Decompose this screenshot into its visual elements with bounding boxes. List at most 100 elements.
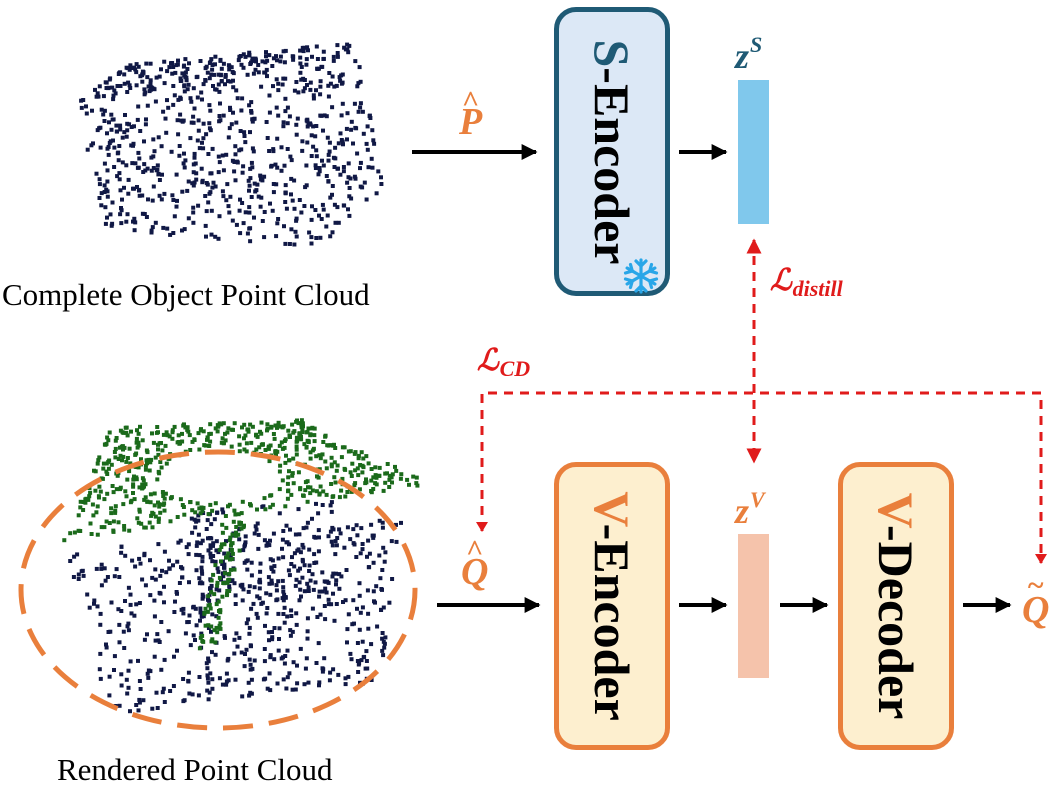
point	[355, 151, 360, 156]
point	[332, 460, 337, 465]
point	[251, 149, 256, 154]
point	[360, 470, 365, 475]
point	[287, 469, 291, 474]
point	[170, 428, 175, 433]
point	[146, 457, 151, 462]
point	[373, 600, 377, 605]
point	[240, 201, 245, 205]
point	[153, 514, 158, 519]
point	[196, 431, 201, 436]
point	[119, 208, 124, 213]
point	[117, 703, 122, 708]
point	[197, 576, 202, 581]
point	[369, 678, 374, 682]
point	[148, 460, 153, 465]
point	[198, 618, 202, 623]
point	[192, 151, 197, 156]
point	[379, 182, 384, 186]
point	[256, 70, 261, 75]
point	[175, 118, 180, 123]
point	[358, 551, 363, 556]
point	[324, 492, 329, 497]
point	[105, 491, 110, 496]
point	[267, 543, 272, 548]
point	[264, 591, 269, 596]
point	[282, 592, 287, 597]
point	[143, 168, 148, 173]
point	[274, 588, 279, 593]
point	[358, 160, 363, 165]
point	[314, 124, 319, 128]
point	[295, 548, 300, 553]
point	[98, 489, 103, 494]
point	[124, 219, 129, 224]
point	[107, 693, 112, 698]
point	[290, 629, 295, 634]
point	[158, 510, 163, 515]
point	[299, 437, 304, 442]
point	[181, 699, 186, 704]
point	[280, 578, 285, 583]
point	[201, 594, 206, 599]
point	[136, 443, 141, 448]
point	[111, 93, 116, 98]
point	[232, 567, 237, 572]
point	[290, 473, 295, 478]
point	[194, 75, 199, 80]
point	[126, 80, 131, 85]
point	[144, 215, 149, 219]
point	[145, 461, 149, 466]
point	[155, 163, 160, 168]
point	[312, 439, 317, 444]
point	[296, 568, 301, 573]
point	[156, 447, 160, 452]
point	[164, 570, 169, 575]
point	[135, 516, 140, 521]
point	[303, 480, 308, 485]
point	[294, 444, 299, 449]
point	[217, 547, 222, 552]
point	[128, 709, 132, 714]
point	[104, 519, 109, 524]
point	[71, 575, 76, 579]
point	[373, 473, 378, 478]
point	[262, 659, 267, 664]
point	[321, 207, 326, 212]
point	[130, 161, 135, 166]
point	[390, 480, 394, 485]
point	[193, 606, 198, 611]
point	[267, 638, 271, 643]
point	[220, 594, 225, 599]
point	[244, 449, 249, 454]
point	[105, 575, 110, 579]
point	[149, 230, 154, 235]
point	[85, 147, 90, 152]
point	[271, 569, 276, 574]
point	[196, 513, 201, 518]
point	[128, 86, 133, 90]
point	[120, 160, 125, 165]
point	[140, 73, 145, 78]
point	[345, 47, 350, 52]
point	[330, 574, 335, 579]
point	[324, 224, 329, 229]
point	[314, 154, 319, 159]
point	[286, 475, 291, 480]
point	[269, 163, 274, 168]
point	[290, 687, 295, 692]
point	[369, 156, 374, 161]
point	[186, 216, 191, 221]
point	[229, 427, 234, 432]
point	[137, 601, 142, 605]
point	[285, 496, 290, 501]
point	[263, 60, 268, 65]
point	[292, 429, 297, 434]
point	[208, 606, 213, 611]
point	[328, 503, 333, 508]
point	[253, 57, 258, 62]
point	[308, 578, 313, 583]
point	[98, 676, 103, 681]
point	[360, 109, 365, 114]
point	[171, 563, 175, 568]
point	[219, 559, 223, 564]
